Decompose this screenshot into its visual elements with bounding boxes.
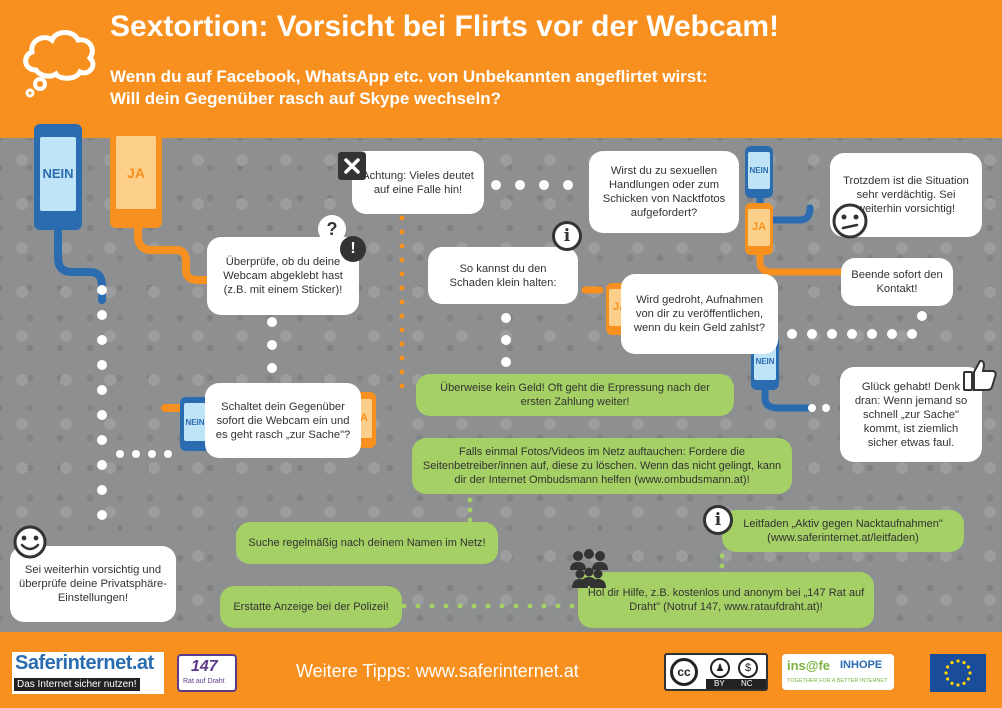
subtitle-line-2: Will dein Gegenüber rasch auf Skype wech… — [110, 89, 501, 108]
bubble-limit-damage: So kannst du den Schaden klein halten: — [428, 247, 578, 304]
page-subtitle: Wenn du auf Facebook, WhatsApp etc. von … — [110, 66, 708, 110]
tip-guide: Leitfaden „Aktiv gegen Nacktaufnahmen" (… — [722, 510, 964, 552]
cc-by-nc-labels: BY NC — [706, 679, 766, 689]
insafe-inhope-logo: ins@fe INHOPE TOGETHER FOR A BETTER INTE… — [782, 654, 894, 690]
bubble-sexual-actions: Wirst du zu sexuellen Handlungen oder zu… — [589, 151, 739, 233]
phone-nein-start: NEIN — [34, 124, 82, 230]
insafe-text: ins@fe — [787, 658, 831, 673]
eu-flag-icon — [930, 654, 986, 692]
cc-nc-icon: $ — [738, 658, 758, 678]
bubble-check-webcam: Überprüfe, ob du deine Webcam abgeklebt … — [207, 237, 359, 315]
saferinternet-logo-text: Saferinternet.at — [15, 652, 154, 674]
tip-search-name: Suche regelmäßig nach deinem Namen im Ne… — [236, 522, 498, 564]
cc-license-badge: cc ♟ $ BY NC — [664, 653, 768, 691]
phone-label: NEIN — [39, 136, 77, 211]
subtitle-line-1: Wenn du auf Facebook, WhatsApp etc. von … — [110, 67, 708, 86]
saferinternet-logo: Saferinternet.at Das Internet sicher nut… — [12, 652, 164, 694]
more-tips-link[interactable]: Weitere Tipps: www.saferinternet.at — [296, 661, 579, 681]
phone-label: NEIN — [748, 152, 770, 189]
info-icon: i — [703, 505, 733, 535]
saferinternet-tagline: Das Internet sicher nutzen! — [14, 678, 140, 691]
phone-ja-sexual: JA — [745, 203, 773, 255]
bubble-partner-webcam: Schaltet dein Gegenüber sofort die Webca… — [205, 383, 361, 458]
tip-no-money: Überweise kein Geld! Oft geht die Erpres… — [416, 374, 734, 416]
cc-by-label: BY — [714, 679, 725, 688]
thought-cloud-icon — [23, 30, 96, 98]
logo-147-number: 147 — [191, 658, 218, 675]
tip-help-147: Hol dir Hilfe, z.B. kostenlos und anonym… — [578, 572, 874, 628]
neutral-face-icon — [832, 203, 868, 239]
phone-ja-start: JA — [110, 124, 162, 228]
phone-label: NEIN — [183, 403, 207, 442]
tip-report-police: Erstatte Anzeige bei der Polizei! — [220, 586, 402, 628]
bubble-stay-careful: Sei weiterhin vorsichtig und überprüfe d… — [10, 546, 176, 622]
cc-by-icon: ♟ — [710, 658, 730, 678]
bubble-end-contact: Beende sofort den Kontakt! — [841, 258, 953, 306]
question-icon: ? — [318, 215, 346, 243]
thumbs-up-icon — [963, 359, 997, 391]
logo-147-sub: Rat auf Draht — [183, 678, 225, 685]
close-x-icon — [338, 152, 366, 180]
smiley-face-icon — [13, 525, 47, 559]
group-people-icon — [570, 549, 608, 588]
exclamation-icon: ! — [340, 236, 366, 262]
page-title: Sextortion: Vorsicht bei Flirts vor der … — [110, 10, 780, 43]
cc-nc-label: NC — [741, 679, 753, 688]
insafe-tagline: TOGETHER FOR A BETTER INTERNET — [787, 678, 888, 684]
phone-nein-sexual: NEIN — [745, 146, 773, 198]
inhope-text: INHOPE — [840, 659, 883, 671]
info-icon: i — [552, 221, 582, 251]
phone-label: JA — [116, 136, 156, 210]
tip-delete-request: Falls einmal Fotos/Videos im Netz auftau… — [412, 438, 792, 494]
cc-icon: cc — [670, 658, 698, 686]
bubble-lucky: Glück gehabt! Denk dran: Wenn jemand so … — [840, 367, 982, 462]
phone-label: JA — [748, 209, 770, 246]
header-band — [0, 0, 1002, 138]
bubble-warning-trap: Achtung: Vieles deutet auf eine Falle hi… — [352, 151, 484, 214]
rat-auf-draht-logo: 147 Rat auf Draht — [177, 654, 237, 692]
bubble-threatened: Wird gedroht, Aufnahmen von dir zu veröf… — [621, 274, 778, 354]
